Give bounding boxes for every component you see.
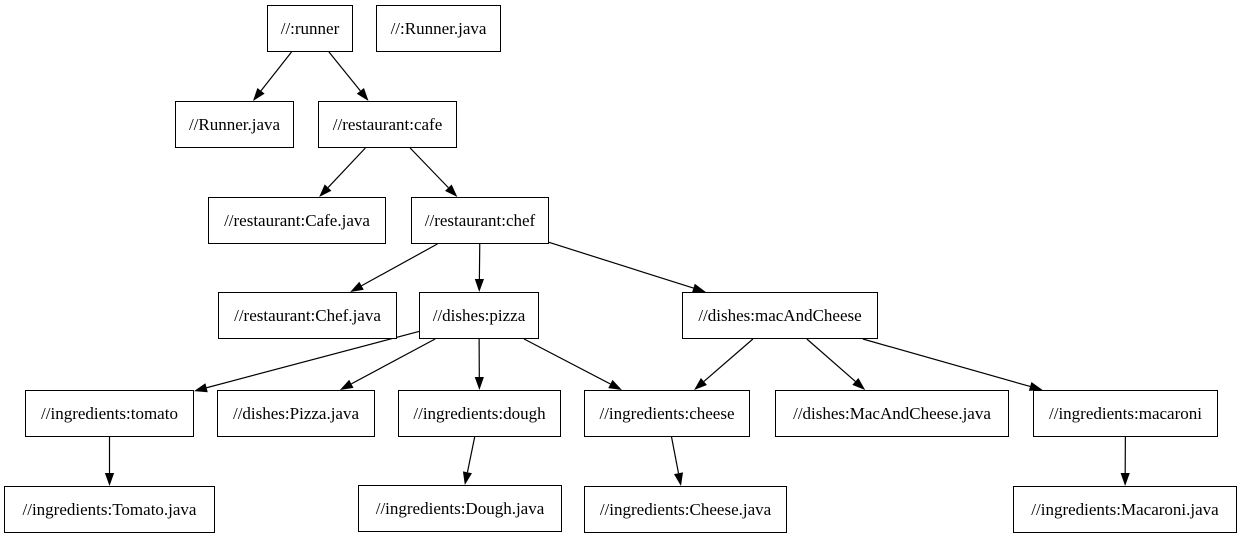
graph-node-label: //restaurant:cafe	[332, 115, 443, 134]
graph-edge-arrowhead	[356, 87, 369, 101]
graph-edge-arrowhead	[1028, 382, 1043, 391]
graph-node-label: //dishes:macAndCheese	[698, 306, 862, 325]
graph-node-label: //ingredients:Cheese.java	[599, 500, 772, 519]
graph-node-label: //:runner	[280, 19, 340, 38]
graph-edge-pizza-to-cheese	[523, 338, 611, 385]
graph-edge-pizza-to-tomato	[206, 330, 420, 389]
graph-edge-arrowhead	[194, 383, 208, 393]
graph-node-label: //restaurant:chef	[424, 211, 536, 230]
graph-node-cheese: //ingredients:cheese	[584, 390, 750, 437]
graph-edge-cafe-to-chef	[409, 147, 449, 189]
graph-node-pizza_java: //dishes:Pizza.java	[217, 390, 375, 437]
graph-edge-arrowhead	[673, 472, 684, 486]
graph-node-label: //ingredients:macaroni	[1049, 404, 1202, 423]
graph-node-macaroni_java: //ingredients:Macaroni.java	[1013, 486, 1237, 533]
graph-node-dough: //ingredients:dough	[398, 390, 561, 437]
graph-edge-dough-to-dough_java	[466, 436, 476, 473]
graph-node-label: //restaurant:Chef.java	[234, 306, 381, 325]
graph-node-label: //dishes:pizza	[432, 306, 526, 325]
graph-node-label: //:Runner.java	[390, 19, 487, 38]
graph-node-runner_java_top: //:Runner.java	[376, 5, 501, 52]
graph-edge-arrowhead	[339, 379, 354, 390]
graph-node-macaroni: //ingredients:macaroni	[1033, 390, 1218, 437]
graph-node-mac_java: //dishes:MacAndCheese.java	[775, 390, 1009, 437]
graph-node-runner: //:runner	[267, 5, 353, 52]
graph-edge-arrowhead	[319, 184, 332, 197]
graph-node-label: //ingredients:Tomato.java	[22, 500, 197, 519]
graph-edge-arrowhead	[692, 283, 706, 293]
graph-node-label: //ingredients:dough	[413, 404, 546, 423]
graph-node-label: //ingredients:Macaroni.java	[1031, 500, 1219, 519]
graph-node-cafe: //restaurant:cafe	[318, 101, 457, 148]
graph-edge-arrowhead	[852, 377, 866, 390]
graph-node-tomato: //ingredients:tomato	[25, 390, 194, 437]
graph-edge-cheese-to-cheese_java	[670, 436, 680, 474]
graph-node-dough_java: //ingredients:Dough.java	[358, 485, 562, 532]
graph-node-mac_and_cheese: //dishes:macAndCheese	[682, 292, 878, 339]
graph-node-label: //Runner.java	[188, 115, 281, 134]
graph-edge-mac_and_cheese-to-mac_java	[806, 338, 856, 382]
graph-edge-arrowhead	[608, 379, 622, 390]
graph-node-chef: //restaurant:chef	[411, 197, 549, 244]
graph-edge-arrowhead	[252, 87, 265, 101]
graph-edge-runner-to-runner_java	[260, 51, 292, 92]
graph-node-cheese_java: //ingredients:Cheese.java	[584, 486, 787, 533]
graph-node-chef_java: //restaurant:Chef.java	[218, 292, 397, 339]
graph-edge-arrowhead	[462, 471, 472, 485]
graph-edge-arrowhead	[1120, 472, 1130, 486]
graph-edge-mac_and_cheese-to-macaroni	[862, 338, 1031, 388]
graph-edge-cafe-to-cafe_java	[327, 147, 366, 188]
graph-edge-arrowhead	[474, 278, 484, 292]
graph-edge-pizza-to-pizza_java	[351, 338, 436, 385]
graph-node-label: //ingredients:cheese	[599, 404, 735, 423]
graph-edge-arrowhead	[694, 378, 707, 390]
graph-node-runner_java: //Runner.java	[175, 101, 294, 148]
graph-edge-arrowhead	[350, 281, 364, 292]
graph-node-tomato_java: //ingredients:Tomato.java	[4, 486, 215, 533]
graph-node-label: //ingredients:Dough.java	[375, 499, 545, 518]
graph-node-pizza: //dishes:pizza	[419, 292, 539, 339]
graph-edge-chef-to-mac_and_cheese	[548, 241, 694, 289]
graph-edge-arrowhead	[104, 473, 115, 486]
graph-node-label: //dishes:MacAndCheese.java	[793, 404, 991, 423]
graph-edge-chef-to-chef_java	[361, 243, 438, 287]
graph-node-label: //restaurant:Cafe.java	[224, 211, 370, 230]
graph-edge-arrowhead	[445, 184, 458, 197]
graph-node-label: //ingredients:tomato	[41, 404, 178, 423]
graph-edge-runner-to-cafe	[328, 51, 361, 92]
graph-node-cafe_java: //restaurant:Cafe.java	[208, 197, 386, 244]
graph-node-label: //dishes:Pizza.java	[232, 404, 360, 423]
graph-edge-mac_and_cheese-to-cheese	[703, 338, 754, 382]
graph-edge-arrowhead	[474, 376, 484, 390]
